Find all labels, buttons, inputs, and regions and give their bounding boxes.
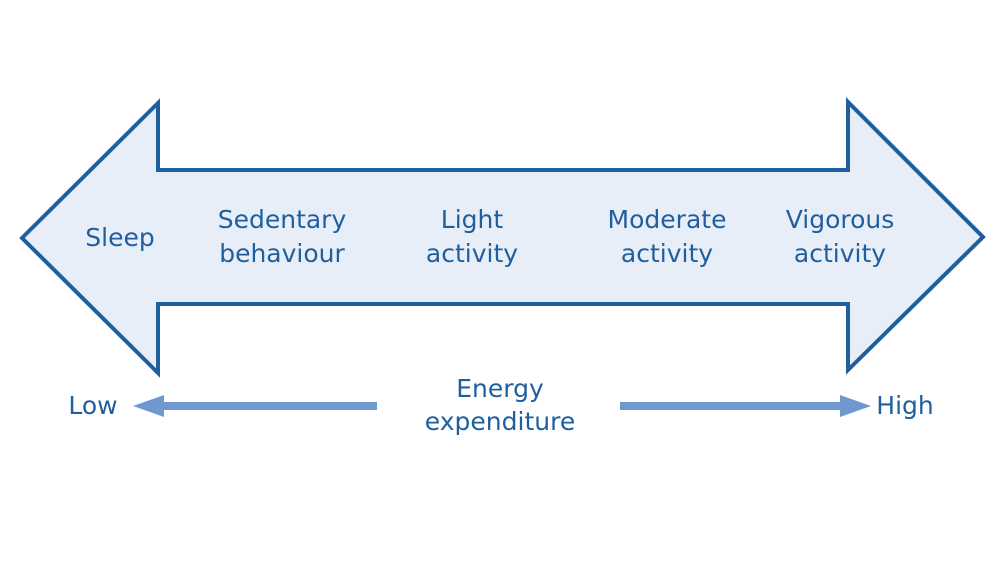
category-moderate-activity: Moderate activity — [587, 203, 747, 271]
category-light-line2: activity — [425, 239, 519, 268]
category-sedentary-line1: Sedentary — [217, 205, 347, 234]
low-direction-arrow — [133, 395, 377, 417]
category-sleep: Sleep — [60, 221, 180, 255]
category-light-activity: Light activity — [397, 203, 547, 271]
scale-title: Energy expenditure — [410, 372, 590, 438]
scale-title-line1: Energy — [456, 374, 544, 403]
category-vigorous-activity: Vigorous activity — [765, 203, 915, 271]
category-moderate-line2: activity — [620, 239, 714, 268]
scale-high-label: High — [876, 391, 934, 420]
category-vigorous-line1: Vigorous — [785, 205, 895, 234]
category-moderate-line1: Moderate — [607, 205, 727, 234]
double-headed-arrow — [19, 97, 986, 378]
category-sedentary-behaviour: Sedentary behaviour — [197, 203, 367, 271]
scale-title-line2: expenditure — [424, 407, 576, 436]
scale-low-label: Low — [68, 391, 118, 420]
category-sleep-line1: Sleep — [85, 223, 155, 252]
category-vigorous-line2: activity — [793, 239, 887, 268]
high-direction-arrow — [620, 395, 871, 417]
category-light-line1: Light — [440, 205, 504, 234]
category-sedentary-line2: behaviour — [219, 239, 345, 268]
